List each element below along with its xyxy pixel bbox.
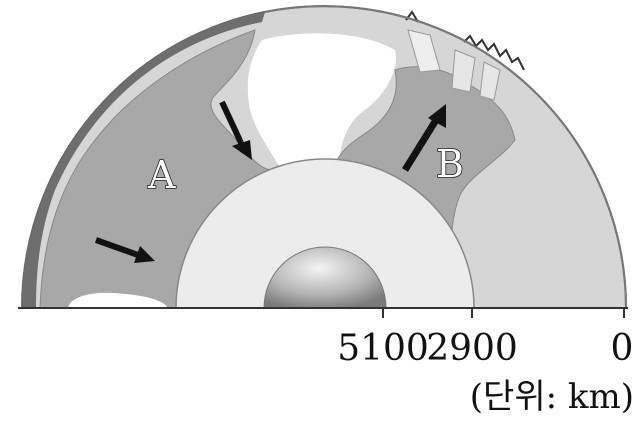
depth-label-2900: 2900 — [426, 328, 518, 369]
outer-core — [175, 158, 475, 309]
lower-void — [68, 292, 168, 308]
slab-stripe — [451, 49, 476, 93]
region-label-a: A — [147, 153, 176, 197]
slab-stripe — [479, 61, 501, 101]
arrow-down-a — [219, 100, 252, 160]
unit-label: (단위: km) — [470, 377, 634, 417]
mantle-void — [247, 33, 396, 168]
outer-rim — [264, 5, 627, 309]
crust-left — [22, 12, 265, 308]
arrow-up-b — [402, 104, 446, 172]
inner-core — [263, 246, 387, 309]
region-label-b: B — [436, 142, 464, 186]
arrow-right-a — [94, 237, 155, 263]
depth-label-5100: 5100 — [337, 328, 429, 369]
subducting-slab — [407, 29, 441, 73]
depth-label-0: 0 — [611, 328, 634, 369]
